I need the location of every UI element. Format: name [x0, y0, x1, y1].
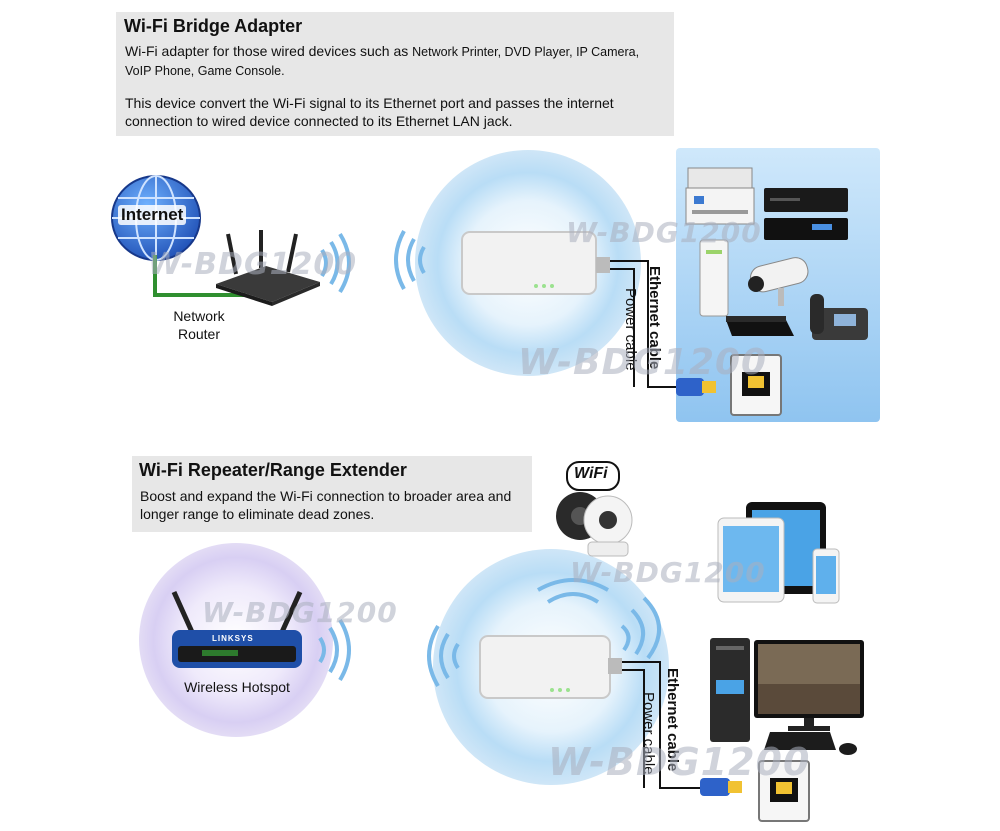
ethernet-jack-icon	[758, 760, 810, 822]
watermark: W-BDG1200	[566, 216, 762, 249]
bridge-description-paragraph2: This device convert the Wi-Fi signal to …	[125, 95, 614, 129]
network-router-label-line2: Router	[177, 326, 221, 342]
printer-icon	[684, 158, 756, 228]
smartphone-icon	[812, 548, 840, 604]
keyboard-icon	[764, 730, 836, 752]
watermark: W-BDG1200	[570, 556, 766, 589]
internet-label: Internet	[118, 205, 187, 225]
adapter-icon	[478, 634, 612, 700]
mouse-icon	[838, 742, 858, 756]
wifi-signal-icon	[392, 229, 428, 291]
network-router-label-line1: Network	[173, 308, 225, 324]
wifi-badge-text: WiFi	[574, 465, 608, 482]
repeater-description-panel: Wi-Fi Repeater/Range Extender Boost and …	[132, 456, 532, 532]
watermark: W-BDG1200	[148, 247, 358, 282]
bridge-description-panel: Wi-Fi Bridge Adapter Wi-Fi adapter for t…	[116, 12, 674, 136]
power-cable-label: Power cable	[640, 692, 657, 775]
voip-phone-icon	[808, 288, 872, 344]
wifi-signal-icon	[528, 566, 618, 606]
bridge-title: Wi-Fi Bridge Adapter	[124, 16, 303, 36]
adapter-cables	[596, 257, 680, 388]
wifi-signal-icon	[316, 618, 356, 682]
wifi-signal-icon	[318, 232, 356, 294]
router-uplink-cable	[153, 255, 245, 297]
power-cable-label: Power cable	[622, 288, 639, 371]
watermark: W-BDG1200	[548, 740, 811, 784]
repeater-description: Boost and expand the Wi-Fi connection to…	[140, 488, 512, 522]
bridge-device-list: Network Printer, DVD Player, IP Camera, …	[125, 45, 640, 78]
ethernet-cable-label: Ethernet cable	[646, 266, 663, 370]
wifi-camera-icon	[552, 490, 636, 560]
tablet-icon	[716, 500, 828, 604]
ethernet-jack-icon	[730, 354, 782, 416]
wifi-signal-icon	[424, 624, 462, 688]
wifi-signal-icon	[616, 596, 676, 660]
game-console-icon	[724, 310, 796, 340]
wifi-badge: WiFi	[566, 461, 620, 491]
watermark: W-BDG1200	[518, 342, 768, 383]
adapter-cables	[608, 658, 704, 789]
router-icon	[206, 228, 326, 306]
dvd-player-icon	[762, 184, 854, 244]
desktop-pc-icon	[708, 636, 752, 746]
repeater-title: Wi-Fi Repeater/Range Extender	[139, 460, 407, 480]
wireless-hotspot-label: Wireless Hotspot	[184, 679, 290, 695]
router-icon	[168, 588, 308, 674]
network-router-label: Network Router	[160, 307, 238, 343]
watermark: W-BDG1200	[202, 596, 398, 629]
ethernet-plug	[700, 774, 746, 800]
bridge-description-prefix: Wi-Fi adapter for those wired devices su…	[125, 43, 413, 59]
ethernet-cable-label: Ethernet cable	[664, 668, 681, 772]
ethernet-plug	[676, 374, 720, 400]
monitor-icon	[752, 638, 866, 734]
ip-camera-icon	[738, 254, 814, 310]
game-console-icon	[696, 238, 734, 320]
router-brand: LINKSYS	[212, 634, 254, 643]
wired-devices-panel	[676, 148, 880, 422]
bridge-description-line1: Wi-Fi adapter for those wired devices su…	[125, 42, 660, 80]
